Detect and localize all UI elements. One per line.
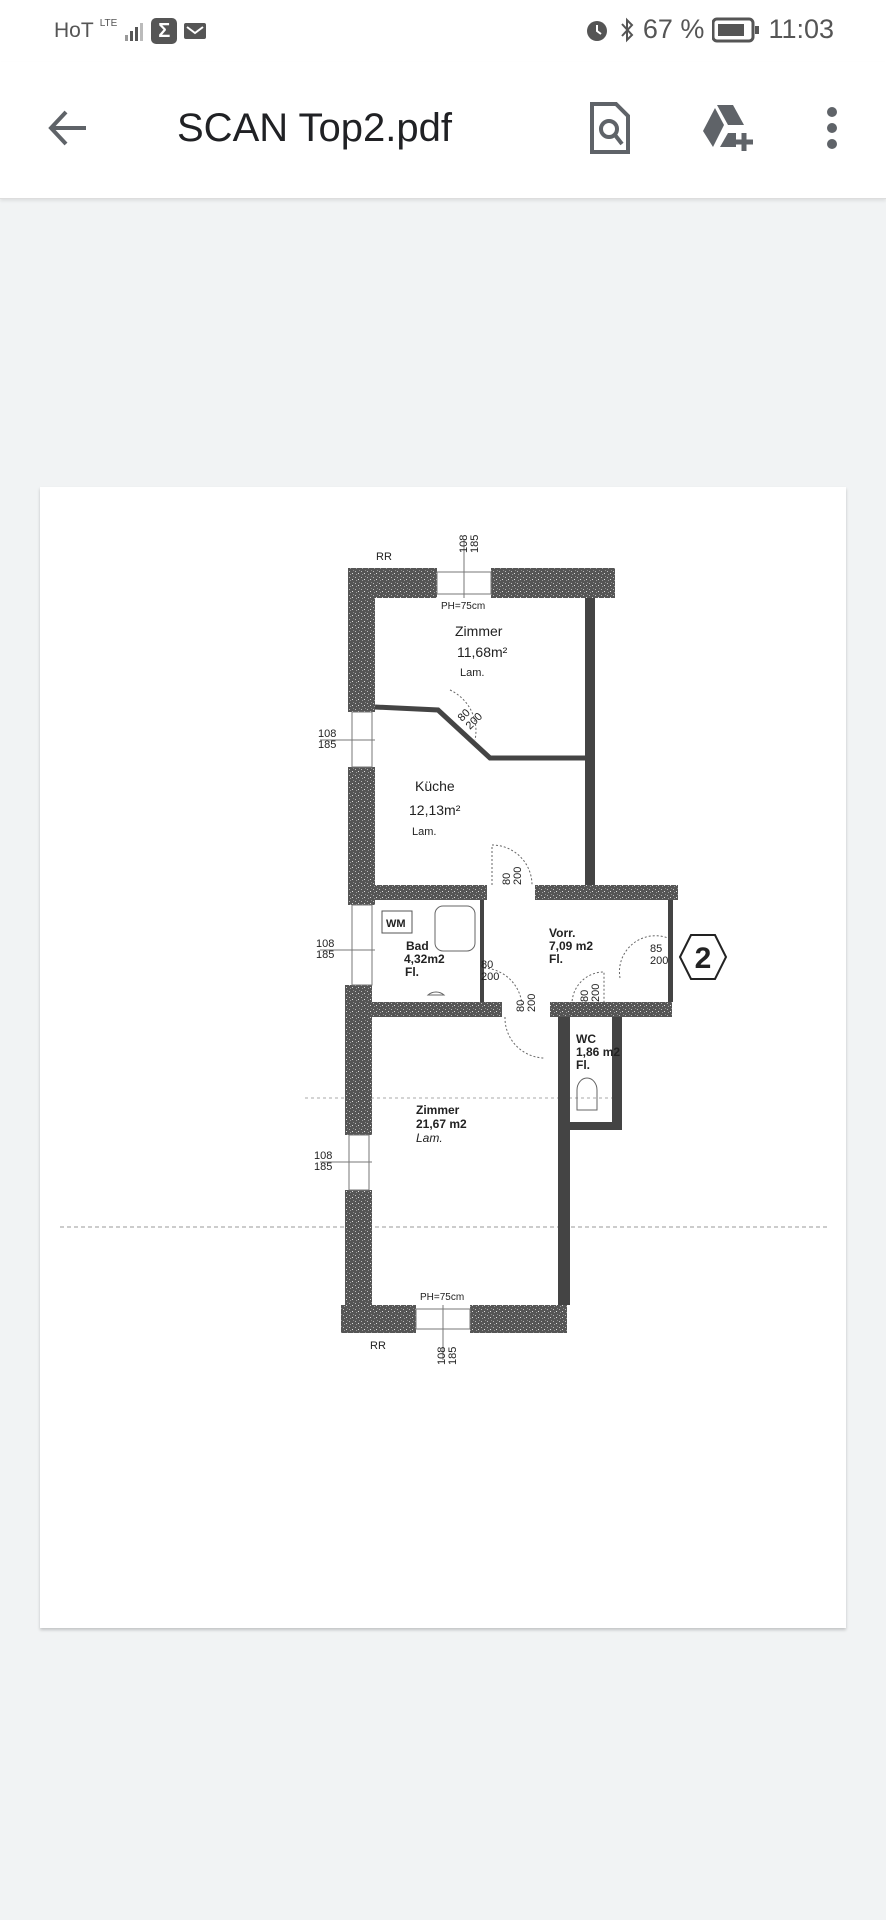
shower — [434, 905, 476, 952]
plan-label: 108 — [314, 1150, 332, 1162]
plan-label: 7,09 m2 — [549, 939, 593, 953]
bluetooth-icon — [621, 17, 634, 42]
plan-label: Vorr. — [549, 926, 575, 940]
arrow-left-icon — [48, 110, 86, 146]
plan-label: PH=75cm — [420, 1292, 464, 1303]
find-in-document-button[interactable] — [580, 98, 640, 158]
battery-percent: 67 % — [642, 14, 705, 44]
mail-icon — [184, 23, 207, 39]
plan-label: 185 — [469, 535, 481, 553]
plan-label: 200 — [481, 971, 499, 983]
plan-label: 200 — [526, 994, 538, 1012]
room-labels-handwritten: Zimmer 11,68m² Lam. Küche 12,13m² Lam. — [409, 623, 508, 838]
back-button[interactable] — [38, 98, 98, 158]
walls — [341, 568, 678, 1333]
add-to-drive-icon — [703, 105, 753, 151]
plan-label: 200 — [650, 955, 668, 967]
plan-label: Bad — [406, 939, 429, 953]
app-bar: SCAN Top2.pdf — [0, 62, 886, 199]
plan-label: 185 — [316, 949, 334, 961]
plan-label: 80 — [481, 959, 493, 971]
plan-label: 200 — [512, 867, 524, 885]
plan-label: 80 — [501, 873, 513, 885]
plan-label: 185 — [314, 1161, 332, 1173]
more-vert-icon — [827, 107, 837, 149]
plan-label: Fl. — [405, 965, 419, 979]
document-title: SCAN Top2.pdf — [177, 106, 452, 150]
unit-hexagon — [678, 934, 728, 980]
room-area: 12,13m² — [409, 802, 461, 818]
room-name: Küche — [415, 778, 455, 794]
thin-walls — [374, 598, 673, 1305]
room-name: Zimmer — [455, 623, 503, 639]
status-bar: HoT LTE Σ 67 % 11:03 — [0, 0, 886, 62]
room-floor: Lam. — [460, 667, 484, 679]
clock: 11:03 — [768, 14, 834, 44]
plan-label: 108 — [458, 535, 470, 553]
sink — [426, 991, 446, 996]
plan-label: RR — [376, 551, 392, 563]
battery-icon — [712, 17, 760, 42]
plan-label: PH=75cm — [441, 601, 485, 612]
more-options-button[interactable] — [802, 98, 862, 158]
find-in-document-icon — [590, 102, 630, 154]
plan-label: 80 — [579, 990, 591, 1002]
plan-label: WC — [576, 1032, 596, 1046]
plan-label: 85 — [650, 943, 662, 955]
add-to-drive-button[interactable] — [698, 98, 758, 158]
plan-label: 21,67 m2 — [416, 1117, 467, 1131]
windows — [320, 540, 492, 1360]
room-area: 11,68m² — [457, 644, 508, 660]
plan-label: Zimmer — [416, 1103, 460, 1117]
plan-label: 80 — [515, 1000, 527, 1012]
door-swings — [449, 689, 669, 1059]
wm-box — [381, 910, 413, 934]
plan-label: 200 — [590, 984, 602, 1002]
plan-label: RR — [370, 1340, 386, 1352]
carrier-label: HoT — [54, 19, 94, 42]
plan-label: Lam. — [416, 1131, 443, 1145]
plan-label: 108 — [436, 1347, 448, 1365]
plan-label: 1,86 m2 — [576, 1045, 620, 1059]
plan-label: 185 — [447, 1347, 459, 1365]
plan-label: 108 — [316, 938, 334, 950]
alarm-icon — [586, 20, 607, 41]
plan-label: 4,32m2 — [404, 952, 445, 966]
toilet — [576, 1077, 598, 1111]
plan-label: WM — [386, 918, 406, 930]
plan-label: Fl. — [549, 952, 563, 966]
signal-bars-icon — [125, 23, 144, 41]
unit-number: 2 — [695, 942, 712, 975]
plan-label: 108 — [318, 728, 336, 740]
sigma-icon: Σ — [151, 18, 178, 44]
plan-label: 185 — [318, 739, 336, 751]
room-floor: Lam. — [412, 826, 436, 838]
plan-label: Fl. — [576, 1058, 590, 1072]
signal-icon: LTE — [99, 17, 118, 29]
